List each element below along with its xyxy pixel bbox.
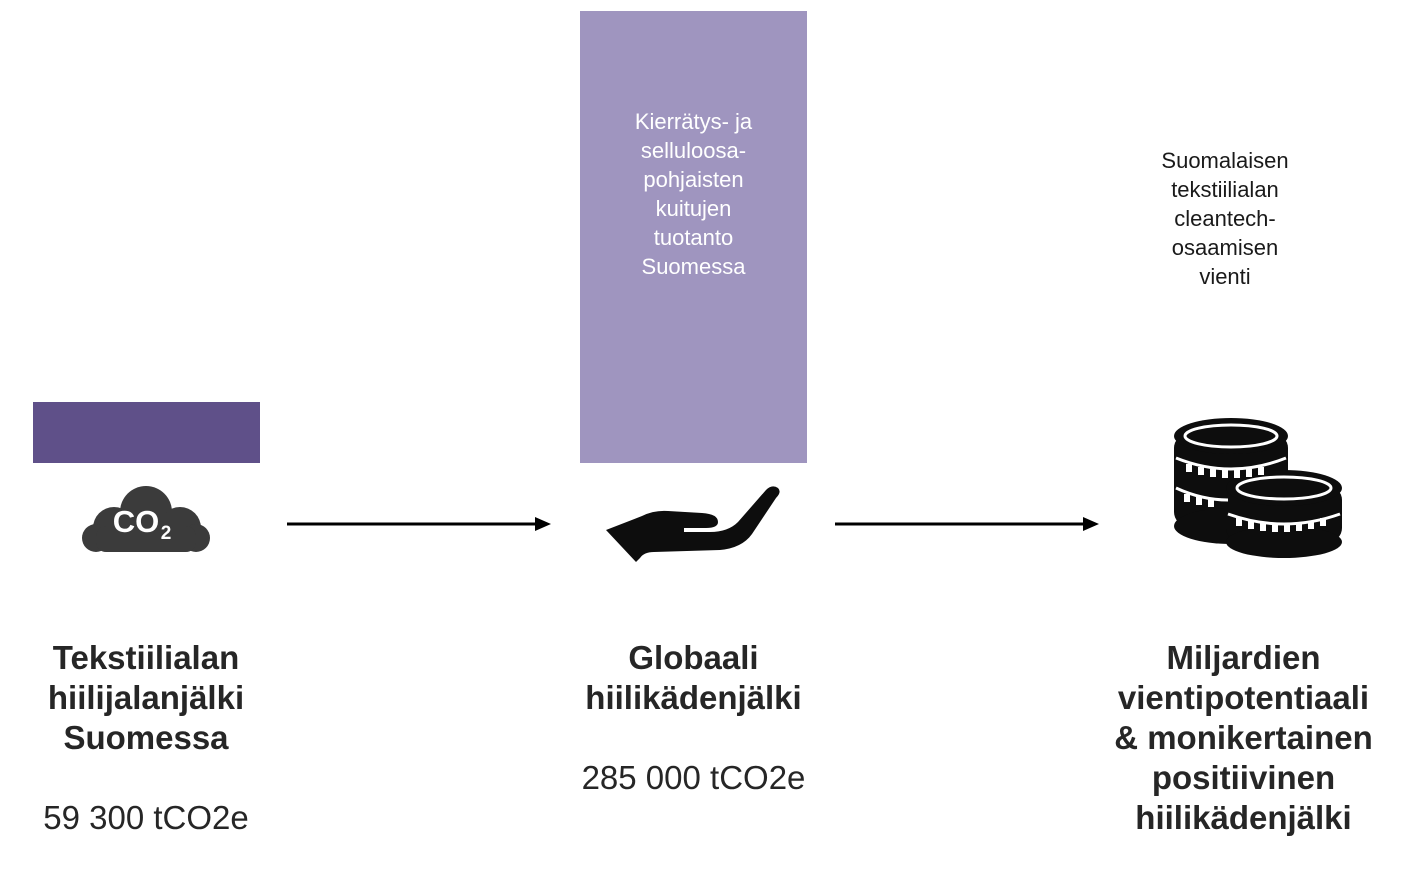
export-title: Miljardien vientipotentiaali & monikerta…	[1114, 639, 1373, 836]
co2-cloud-icon: CO 2	[82, 486, 210, 552]
handprint-bar: Kierrätys- ja selluloosa- pohjaisten kui…	[580, 11, 807, 463]
footprint-block: Tekstiilialan hiilijalanjälki Suomessa 5…	[0, 598, 292, 878]
arrow-right-icon	[835, 517, 1099, 531]
arrow-right-icon	[287, 517, 551, 531]
co2-subscript: 2	[161, 523, 172, 544]
footprint-value: 59 300 tCO2e	[43, 799, 249, 836]
handprint-title: Globaali hiilikädenjälki	[585, 639, 802, 716]
export-block: Miljardien vientipotentiaali & monikerta…	[1060, 598, 1427, 878]
export-note: Suomalaisen tekstiilialan cleantech- osa…	[1161, 148, 1289, 289]
handprint-block: Globaali hiilikädenjälki 285 000 tCO2e	[520, 598, 867, 838]
hand-icon	[606, 486, 780, 562]
footprint-title: Tekstiilialan hiilijalanjälki Suomessa	[47, 639, 245, 756]
coins-icon	[1174, 418, 1342, 558]
footprint-bar	[33, 402, 260, 463]
handprint-value: 285 000 tCO2e	[581, 759, 806, 796]
handprint-bar-label: Kierrätys- ja selluloosa- pohjaisten kui…	[634, 109, 753, 279]
co2-text: CO	[113, 504, 160, 539]
